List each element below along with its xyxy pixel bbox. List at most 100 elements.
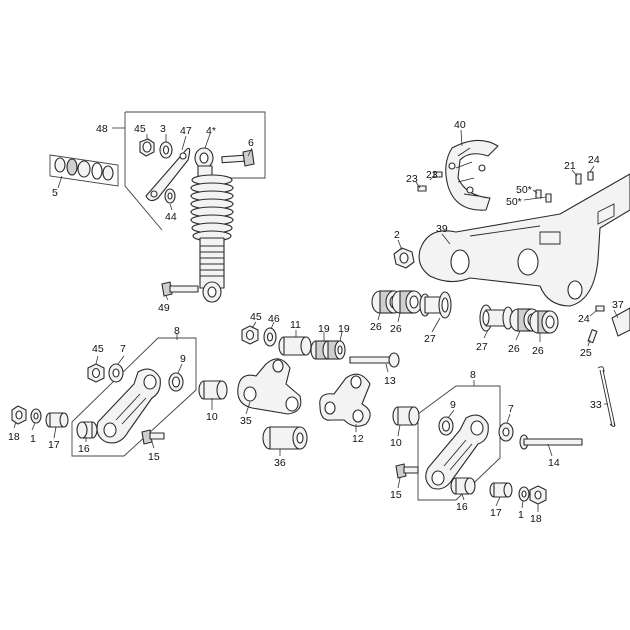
label-18: 18 — [530, 513, 542, 525]
part-15-bolt-left — [141, 429, 165, 445]
part-10-spacer-right — [392, 406, 420, 426]
label-37: 37 — [612, 299, 624, 311]
label-10: 10 — [390, 437, 402, 449]
label-9: 9 — [450, 399, 456, 411]
linkage-center-group — [198, 321, 400, 456]
label-7: 7 — [120, 343, 126, 355]
label-5: 5 — [52, 187, 58, 199]
shock-mount-group — [49, 111, 266, 303]
part-4-shock-absorber — [190, 147, 234, 303]
part-5-spacer-set — [49, 154, 119, 187]
label-46: 46 — [268, 313, 280, 325]
part-10-spacer-left — [198, 380, 228, 400]
label-50: 50* — [506, 196, 522, 208]
swingarm-group — [371, 129, 630, 427]
part-26-bearing-left — [371, 290, 423, 314]
label-3: 3 — [160, 123, 166, 135]
label-49: 49 — [158, 302, 170, 314]
part-24-screw — [587, 171, 594, 181]
label-50: 50* — [516, 184, 532, 196]
part-9-bushing-right — [438, 416, 454, 436]
part-9-bushing-left — [168, 372, 184, 392]
group-frame-8-left — [71, 337, 197, 457]
part-40-chain-guide — [445, 139, 499, 211]
part-1-washer-left — [30, 408, 42, 424]
part-14-axle — [519, 434, 583, 450]
label-2: 2 — [394, 229, 400, 241]
label-14: 14 — [548, 457, 560, 469]
part-49-bolt — [161, 281, 199, 297]
part-25-bolt — [587, 329, 598, 344]
label-44: 44 — [165, 211, 177, 223]
label-17: 17 — [490, 507, 502, 519]
label-23: 23 — [406, 173, 418, 185]
label-39: 39 — [436, 223, 448, 235]
label-33: 33 — [590, 399, 602, 411]
label-16: 16 — [78, 443, 90, 455]
label-19: 19 — [338, 323, 350, 335]
part-16-bushing-left — [76, 421, 98, 439]
part-1-washer-right — [518, 486, 530, 502]
part-6-bolt — [221, 149, 255, 167]
linkage-right-group — [392, 380, 583, 512]
label-17: 17 — [48, 439, 60, 451]
label-23: 23 — [426, 169, 438, 181]
label-12: 12 — [352, 433, 364, 445]
label-24: 24 — [578, 313, 590, 325]
label-45: 45 — [250, 311, 262, 323]
label-26: 26 — [508, 343, 520, 355]
part-47-bracket — [145, 147, 191, 202]
label-4: 4* — [206, 125, 216, 137]
part-2-nut — [393, 247, 415, 269]
part-27-spacer-left — [419, 291, 452, 319]
group-frame-48 — [125, 111, 266, 179]
label-21: 21 — [564, 160, 576, 172]
group-frame-8-right — [417, 385, 501, 501]
part-37-adjuster — [611, 307, 630, 337]
label-6: 6 — [248, 137, 254, 149]
label-35: 35 — [240, 415, 252, 427]
part-26-bearing-right — [509, 308, 559, 334]
part-13-bolt — [349, 352, 400, 368]
part-18-nut-left — [11, 405, 27, 425]
label-9: 9 — [180, 353, 186, 365]
label-26: 26 — [532, 345, 544, 357]
part-7-washer-left — [108, 363, 124, 383]
label-36: 36 — [274, 457, 286, 469]
linkage-left-group — [11, 333, 197, 457]
part-7-washer-right — [498, 422, 514, 442]
part-16-bushing-right — [450, 477, 476, 495]
part-27-spacer-right — [479, 304, 514, 332]
part-46-washer — [263, 327, 277, 347]
part-45-nut-left — [87, 363, 105, 383]
part-11-spacer — [278, 336, 312, 356]
label-10: 10 — [206, 411, 218, 423]
part-44-bushing — [164, 188, 176, 204]
part-21-screw — [575, 173, 582, 185]
label-27: 27 — [476, 341, 488, 353]
label-15: 15 — [148, 451, 160, 463]
label-45: 45 — [134, 123, 146, 135]
label-27: 27 — [424, 333, 436, 345]
part-18-nut-right — [529, 485, 547, 505]
label-1: 1 — [30, 433, 36, 445]
label-40: 40 — [454, 119, 466, 131]
part-17-spacer-left — [45, 412, 69, 428]
label-13: 13 — [384, 375, 396, 387]
part-labels: 48 45 3 47 4* 6 5 44 49 40 21 24 23 23 5… — [8, 119, 624, 525]
label-26: 26 — [390, 323, 402, 335]
label-16: 16 — [456, 501, 468, 513]
label-24: 24 — [588, 154, 600, 166]
label-45: 45 — [92, 343, 104, 355]
label-25: 25 — [580, 347, 592, 359]
label-47: 47 — [180, 125, 192, 137]
part-17-spacer-right — [489, 482, 513, 498]
label-1: 1 — [518, 509, 524, 521]
part-19-bearings — [310, 340, 346, 360]
label-8: 8 — [470, 369, 476, 381]
part-50-screw — [535, 189, 552, 203]
label-8: 8 — [174, 325, 180, 337]
part-36-bushing — [262, 426, 308, 450]
part-15-bolt-right — [395, 463, 419, 479]
